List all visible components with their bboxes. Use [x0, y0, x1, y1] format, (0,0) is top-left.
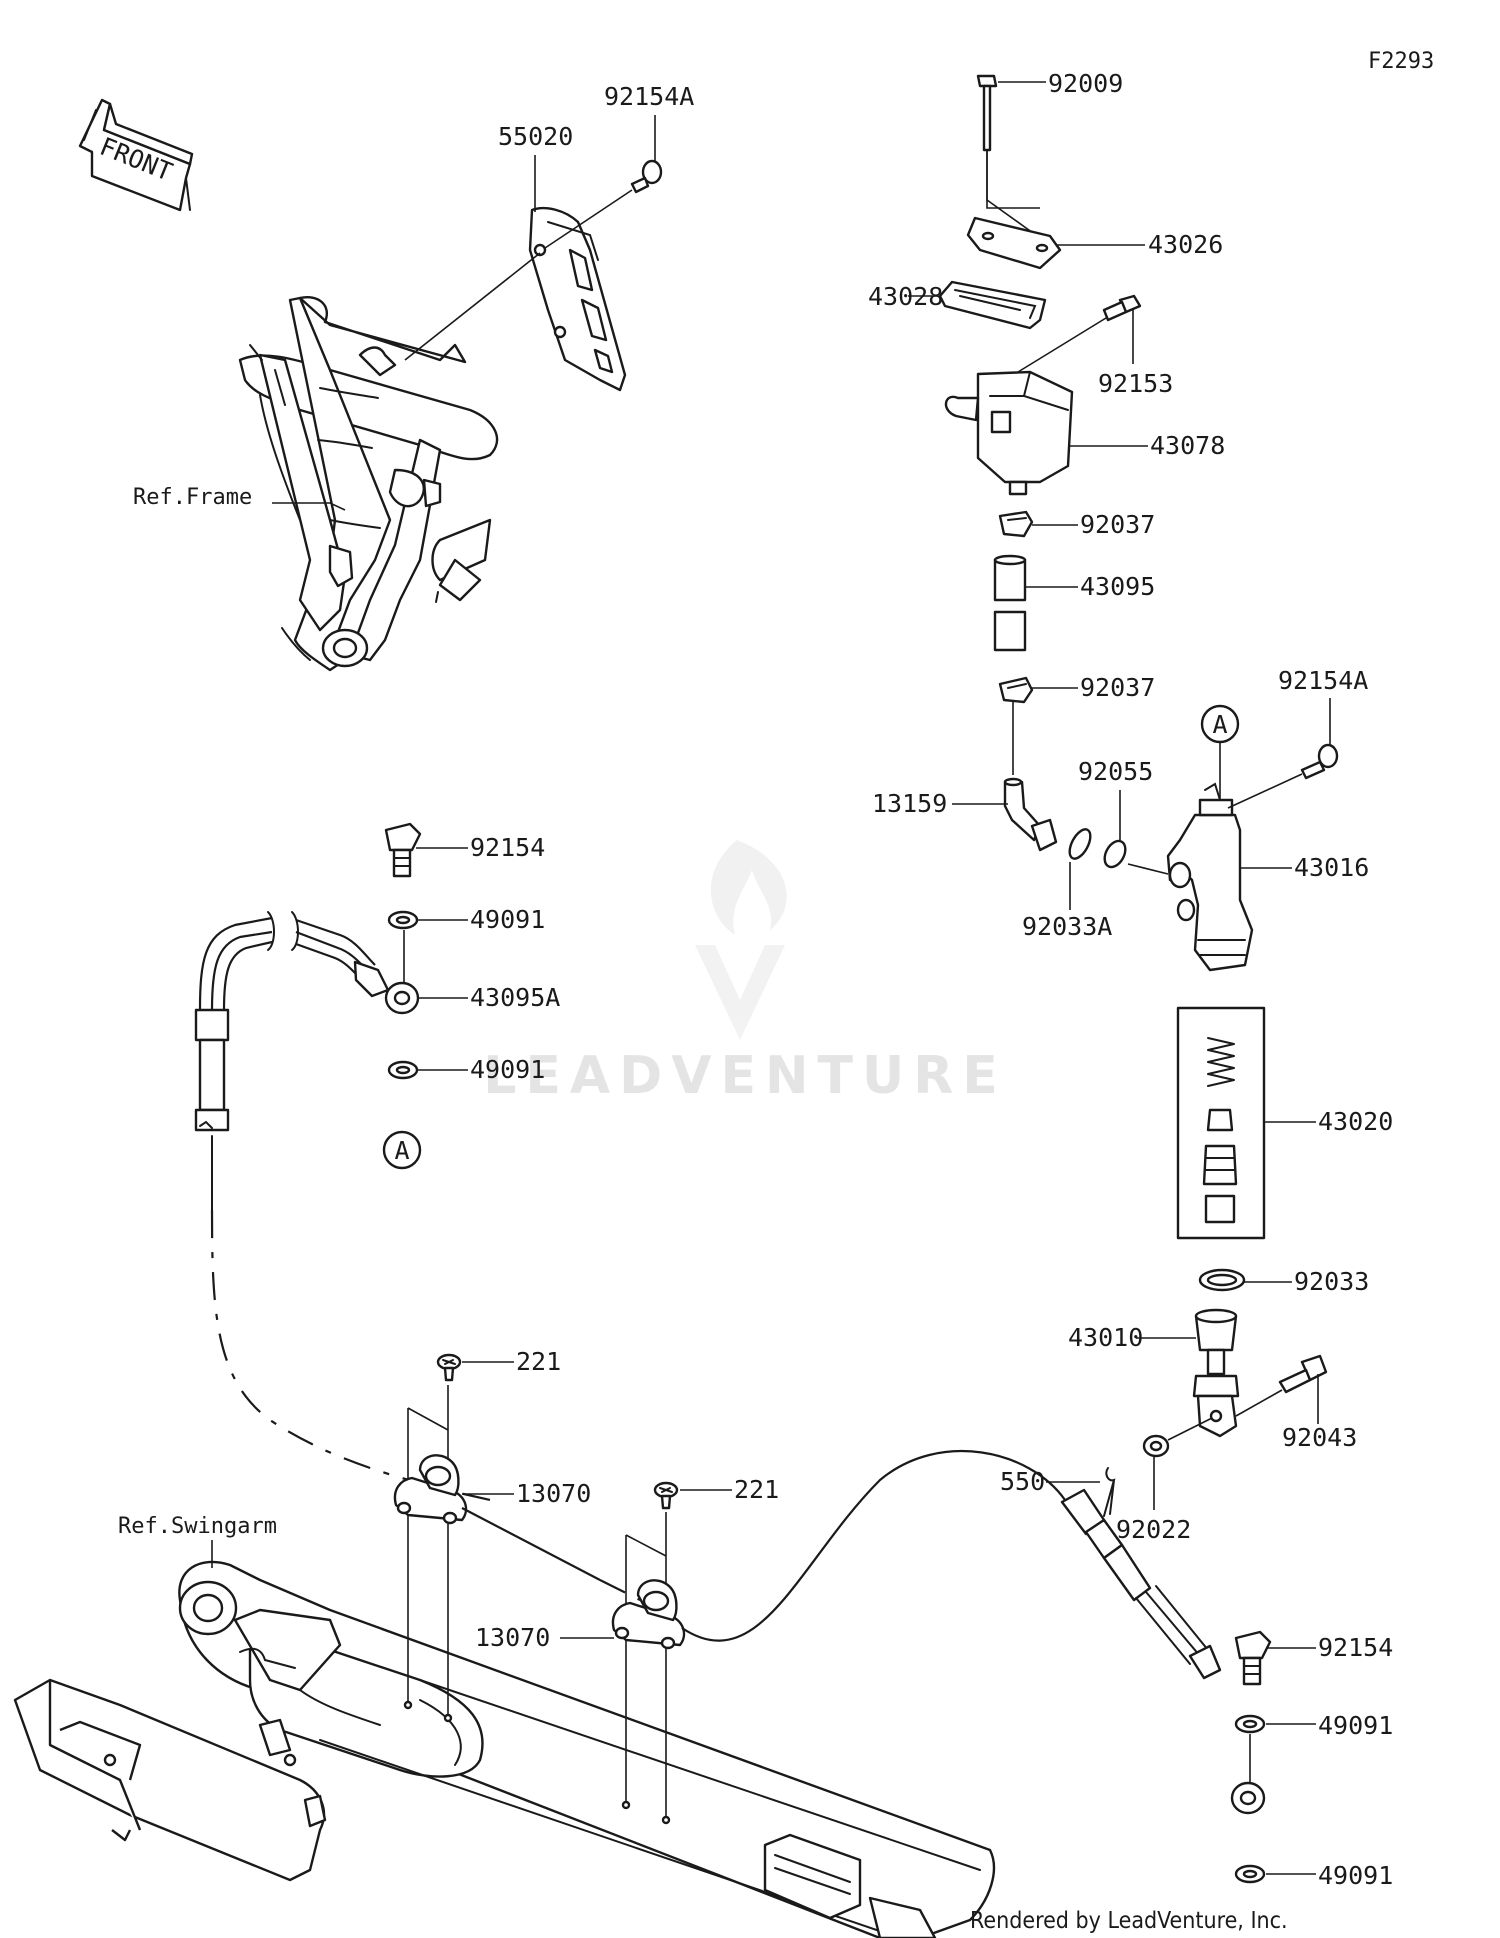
- callout-92055: 92055: [1078, 757, 1153, 786]
- part-49091-d[interactable]: [1234, 1864, 1266, 1884]
- part-43026[interactable]: [966, 216, 1062, 270]
- callout-49091-c: 49091: [1318, 1711, 1393, 1740]
- part-13070-a[interactable]: [393, 1385, 468, 1723]
- part-92037-b[interactable]: [998, 676, 1034, 704]
- callout-49091-a: 49091: [470, 905, 545, 934]
- callout-221-b: 221: [734, 1475, 779, 1504]
- part-92055[interactable]: [1100, 837, 1129, 870]
- part-550[interactable]: [1103, 1467, 1116, 1517]
- part-221-a[interactable]: [436, 1353, 462, 1382]
- part-221-b[interactable]: [653, 1481, 679, 1510]
- callout-92037-a: 92037: [1080, 510, 1155, 539]
- callout-49091-d: 49091: [1318, 1861, 1393, 1890]
- ref-swingarm-label: Ref.Swingarm: [118, 1514, 277, 1539]
- part-43095A[interactable]: [384, 981, 420, 1015]
- callout-13070-b: 13070: [475, 1623, 550, 1652]
- callout-43010: 43010: [1068, 1323, 1143, 1352]
- callout-92154A-top: 92154A: [604, 82, 694, 111]
- callout-43095: 43095: [1080, 572, 1155, 601]
- watermark-text: LEADVENTURE: [483, 1046, 1007, 1106]
- part-43028[interactable]: [938, 280, 1047, 330]
- callout-49091-b: 49091: [470, 1055, 545, 1084]
- part-13070-b[interactable]: [611, 1512, 686, 1825]
- callout-55020: 55020: [498, 122, 573, 151]
- part-92154A-top[interactable]: [630, 159, 663, 194]
- figure-id: F2293: [1368, 49, 1434, 74]
- callout-92037-b: 92037: [1080, 673, 1155, 702]
- front-arrow-icon: [78, 98, 194, 212]
- part-43078[interactable]: [944, 370, 1074, 496]
- callout-43020: 43020: [1318, 1107, 1393, 1136]
- part-92033[interactable]: [1198, 1268, 1246, 1292]
- credit-text: Rendered by LeadVenture, Inc.: [970, 1908, 1288, 1934]
- part-49091-c[interactable]: [1234, 1714, 1266, 1734]
- connection-marker-lower: [382, 1130, 422, 1170]
- callout-43078: 43078: [1150, 431, 1225, 460]
- callout-221-a: 221: [516, 1347, 561, 1376]
- watermark-logo: [695, 840, 787, 1040]
- callout-43016: 43016: [1294, 853, 1369, 882]
- callout-92154A-right: 92154A: [1278, 666, 1368, 695]
- swingarm-section: [13, 1560, 996, 1938]
- part-92037-a[interactable]: [998, 510, 1034, 538]
- callout-13159: 13159: [872, 789, 947, 818]
- callout-92154-right: 92154: [1318, 1633, 1393, 1662]
- callout-92153: 92153: [1098, 369, 1173, 398]
- part-92154-right[interactable]: [1234, 1630, 1272, 1686]
- part-92154A-right[interactable]: [1300, 743, 1339, 780]
- callout-13070-a: 13070: [516, 1479, 591, 1508]
- part-55020[interactable]: [528, 206, 627, 392]
- part-43020[interactable]: [1176, 1006, 1266, 1240]
- brake-hose: [194, 911, 491, 1502]
- callout-92043: 92043: [1282, 1423, 1357, 1452]
- part-49091-a[interactable]: [387, 910, 419, 930]
- callout-92154-left: 92154: [470, 833, 545, 862]
- frame-section: [238, 295, 499, 672]
- ref-frame-label: Ref.Frame: [133, 485, 252, 510]
- part-92009[interactable]: [976, 74, 998, 152]
- part-92153[interactable]: [1102, 294, 1142, 322]
- part-92022[interactable]: [1142, 1434, 1170, 1458]
- part-43010[interactable]: [1192, 1308, 1328, 1438]
- callout-43026: 43026: [1148, 230, 1223, 259]
- part-92154-left[interactable]: [384, 822, 422, 878]
- callout-92009: 92009: [1048, 69, 1123, 98]
- callout-92033: 92033: [1294, 1267, 1369, 1296]
- marker-a-upper: A: [1212, 710, 1227, 739]
- part-43016[interactable]: [1166, 782, 1254, 972]
- part-49091-b[interactable]: [387, 1060, 419, 1080]
- part-92033A[interactable]: [1065, 826, 1094, 862]
- callout-92022: 92022: [1116, 1515, 1191, 1544]
- brake-hose-lower: [461, 1450, 1222, 1680]
- part-13159[interactable]: [1003, 777, 1058, 852]
- callout-92033A: 92033A: [1022, 912, 1112, 941]
- callout-43095A: 43095A: [470, 983, 560, 1012]
- part-43095[interactable]: [993, 554, 1027, 652]
- banjo-right: [1230, 1781, 1266, 1815]
- callout-550: 550: [1000, 1467, 1045, 1496]
- marker-a-lower: A: [394, 1136, 409, 1165]
